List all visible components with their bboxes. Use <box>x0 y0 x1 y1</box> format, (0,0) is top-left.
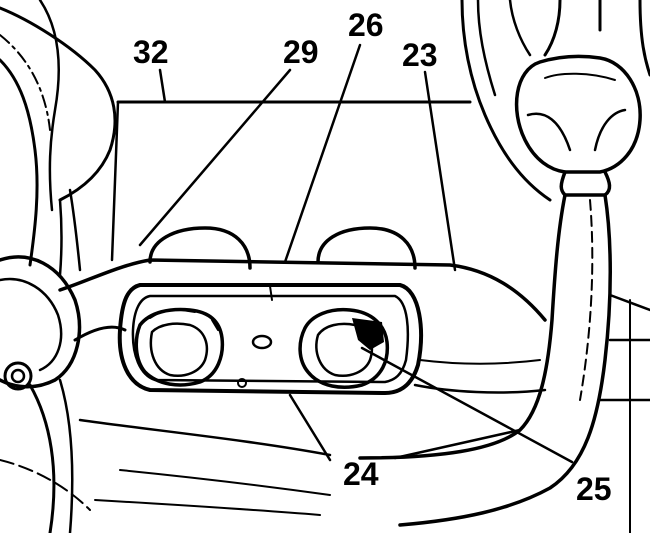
left-mount <box>0 255 82 533</box>
leader-26 <box>283 43 362 264</box>
callout-24: 24 <box>343 456 379 492</box>
upper-left-housing <box>0 0 117 277</box>
callout-29: 29 <box>283 34 319 70</box>
callout-26: 26 <box>348 7 384 43</box>
right-panel <box>598 293 650 533</box>
rear-pipe-stubs <box>148 226 417 270</box>
flange-plate <box>117 283 423 395</box>
leader-24-a <box>288 393 332 462</box>
leader-23 <box>423 70 457 272</box>
leader-24-b <box>393 428 522 460</box>
upper-support-bar <box>110 100 472 262</box>
lower-body <box>0 258 547 516</box>
leader-lines <box>138 43 574 464</box>
leader-29 <box>138 68 292 247</box>
leader-32 <box>158 68 167 104</box>
right-nut <box>298 307 390 389</box>
callout-labels: 32 29 26 23 24 25 <box>133 7 612 507</box>
leader-25 <box>360 346 574 464</box>
callout-23: 23 <box>402 37 438 73</box>
left-nut <box>134 307 225 387</box>
callout-25: 25 <box>576 471 612 507</box>
callout-32: 32 <box>133 34 169 70</box>
